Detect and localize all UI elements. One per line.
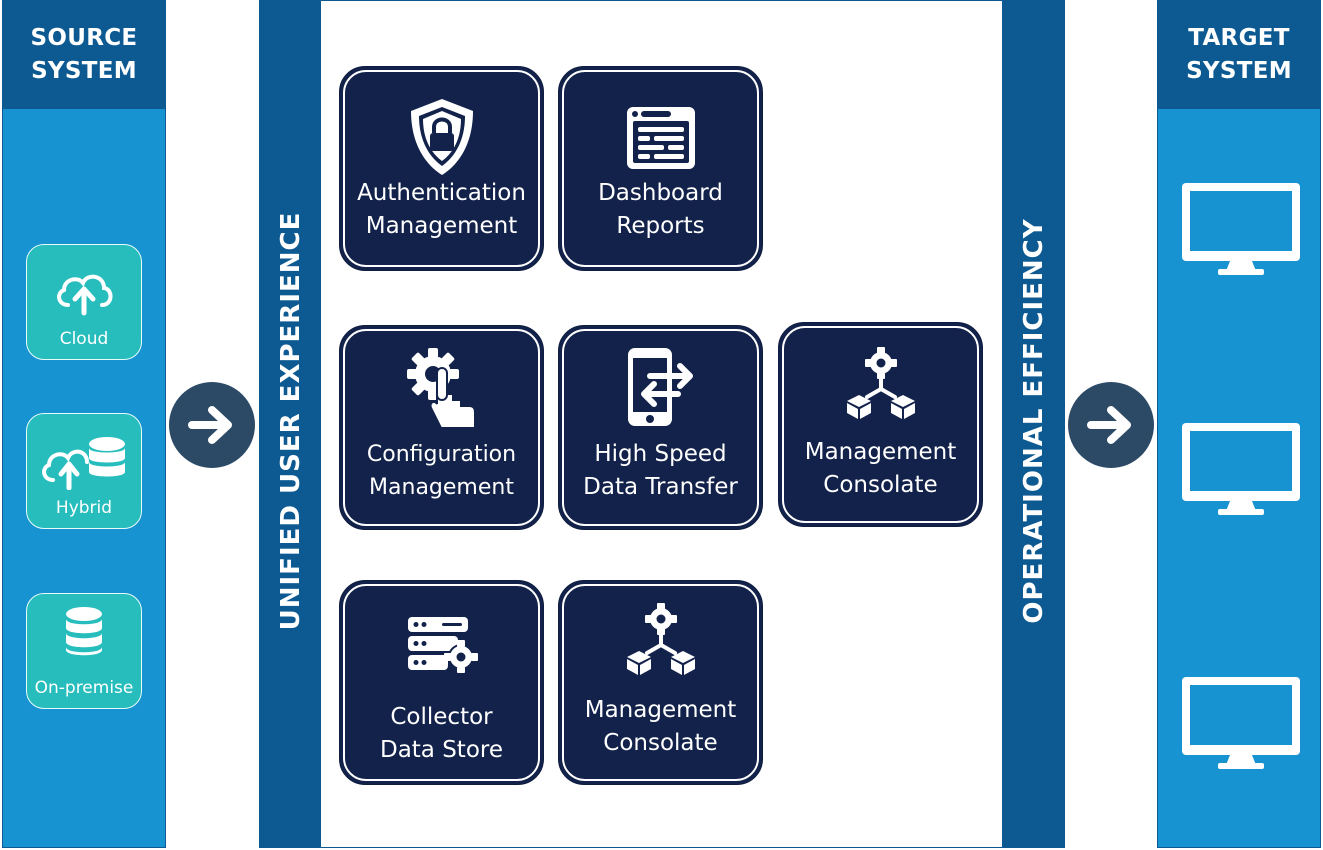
module-label: Dashboard Reports [598,180,723,239]
target-system-title: TARGET SYSTEM [1158,1,1320,109]
flow-arrow-center-to-target [1068,382,1154,468]
module-dashboard-reports[interactable]: Dashboard Reports [558,66,763,271]
left-banner-bar [259,0,321,848]
operational-efficiency-banner: OPERATIONAL EFFICIENCY [1019,218,1049,624]
source-label-hybrid: Hybrid [55,498,113,518]
module-management-consolate-primary[interactable]: Management Consolate [778,322,983,527]
source-label-on-premise: On-premise [34,678,134,698]
arrow-right-icon [1087,406,1131,444]
unified-user-experience-banner: UNIFIED USER EXPERIENCE [276,211,306,631]
flow-arrow-source-to-center [169,382,255,468]
cloud-database-icon [42,437,125,490]
module-label: Authentication Management [357,180,526,239]
source-system-panel: SOURCE SYSTEM Cloud Hybrid On-premise [2,0,166,848]
phone-transfer-icon [627,348,693,426]
source-label-cloud: Cloud [59,329,109,349]
module-authentication-management[interactable]: Authentication Management [339,66,544,271]
monitor-icon [1182,677,1300,769]
module-label: Management Consolate [804,439,957,498]
module-label: Management Consolate [584,697,737,756]
server-gear-icon [407,617,478,673]
module-label: Configuration Management [366,442,517,500]
source-tile-on-premise[interactable]: On-premise [26,593,142,709]
right-banner-bar [1002,0,1064,848]
source-system-title: SOURCE SYSTEM [3,1,165,109]
monitor-icon [1182,183,1300,275]
gear-cubes-icon [846,347,915,419]
module-management-consolate-secondary[interactable]: Management Consolate [558,580,763,785]
module-configuration-management[interactable]: Configuration Management [339,325,544,530]
arrow-right-icon [188,406,232,444]
module-collector-data-store[interactable]: Collector Data Store [339,580,544,785]
cloud-upload-icon [57,274,113,316]
shield-lock-icon [410,99,473,175]
source-tile-hybrid[interactable]: Hybrid [26,413,142,529]
source-tile-cloud[interactable]: Cloud [26,244,142,360]
dashboard-report-icon [626,107,695,169]
module-label: Collector Data Store [379,704,504,763]
gear-hand-icon [406,348,476,429]
module-label: High Speed Data Transfer [583,441,738,500]
database-icon [66,607,102,656]
monitor-icon [1182,423,1300,515]
gear-cubes-icon [626,603,695,675]
target-system-panel: TARGET SYSTEM [1157,0,1321,848]
module-high-speed-data-transfer[interactable]: High Speed Data Transfer [558,325,763,530]
